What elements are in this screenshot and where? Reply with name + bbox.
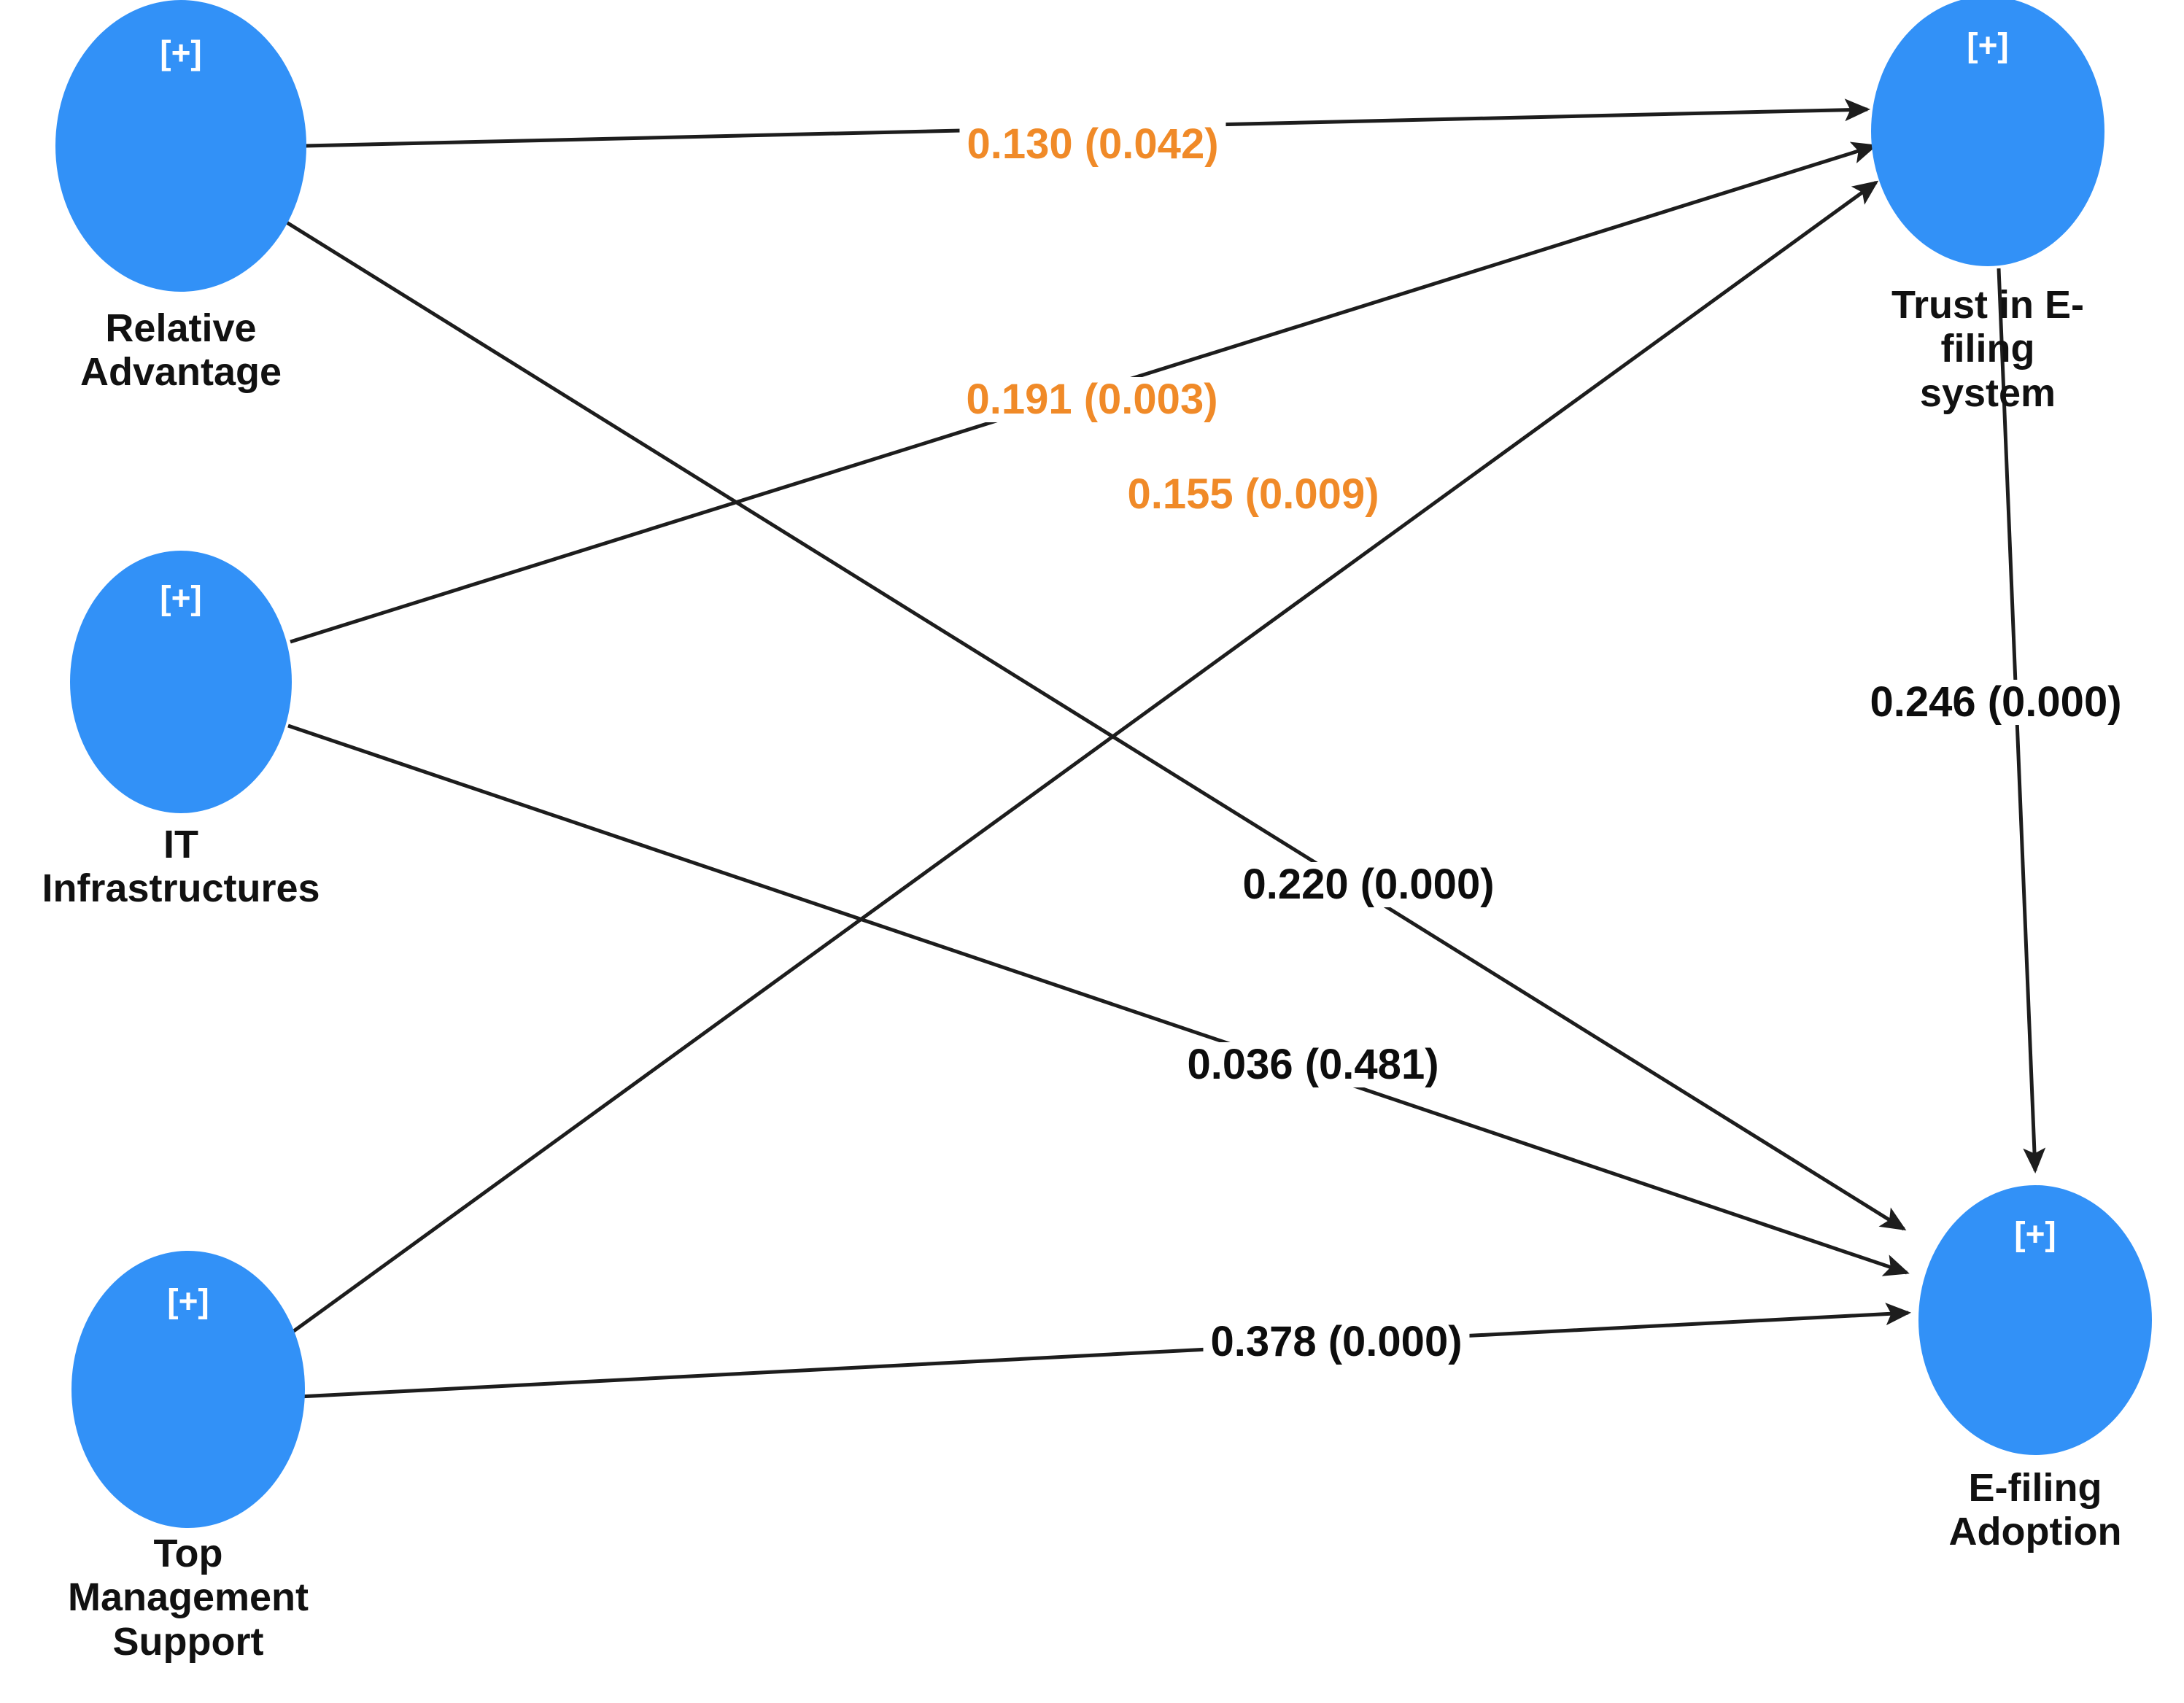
node-label-trust-in-e-filing-system: Trust in E-filing system [1891, 283, 2084, 415]
node-label-e-filing-adoption: E-filing Adoption [1948, 1466, 2122, 1554]
node-label-it-infrastructures: IT Infrastructures [42, 823, 320, 911]
edge-relative-advantage-to-e-filing-adoption [279, 217, 1907, 1231]
edge-label-it-infrastructures-to-trust: 0.191 (0.003) [959, 377, 1225, 422]
node-ellipse-relative-advantage [55, 0, 306, 292]
node-ellipse-trust-in-e-filing-system [1871, 0, 2104, 266]
node-plus-badge-trust-in-e-filing-system: [+] [1967, 26, 2009, 63]
edge-label-trust-to-e-filing-adoption: 0.246 (0.000) [1862, 680, 2129, 725]
node-it-infrastructures[interactable]: [+] [70, 551, 292, 813]
nodes-layer: [+] [+] [+] [+] [+] [55, 0, 2152, 1528]
node-label-relative-advantage: Relative Advantage [80, 306, 282, 395]
edge-label-relative-advantage-to-e-filing-adoption: 0.220 (0.000) [1235, 862, 1502, 907]
node-top-management-support[interactable]: [+] [71, 1251, 305, 1528]
node-plus-badge-e-filing-adoption: [+] [2014, 1214, 2056, 1252]
node-label-top-management-support: Top Management Support [67, 1532, 309, 1664]
node-plus-badge-top-management-support: [+] [167, 1281, 209, 1319]
edge-label-relative-advantage-to-trust: 0.130 (0.042) [959, 122, 1226, 167]
node-ellipse-e-filing-adoption [1918, 1185, 2152, 1455]
edge-top-management-support-to-trust [290, 180, 1879, 1335]
edge-label-top-management-support-to-e-filing-adoption: 0.378 (0.000) [1203, 1319, 1470, 1365]
edge-label-it-infrastructures-to-e-filing-adoption: 0.036 (0.481) [1180, 1042, 1447, 1087]
edge-label-top-management-support-to-trust: 0.155 (0.009) [1120, 472, 1387, 517]
edge-top-management-support-to-e-filing-adoption [298, 1303, 1911, 1399]
node-ellipse-top-management-support [71, 1251, 305, 1528]
node-e-filing-adoption[interactable]: [+] [1918, 1185, 2152, 1455]
node-plus-badge-it-infrastructures: [+] [160, 579, 202, 617]
edges-layer [279, 98, 2046, 1399]
node-trust-in-e-filing-system[interactable]: [+] [1871, 0, 2104, 266]
node-ellipse-it-infrastructures [70, 551, 292, 813]
edge-it-infrastructures-to-e-filing-adoption [287, 724, 1910, 1276]
node-relative-advantage[interactable]: [+] [55, 0, 306, 292]
node-plus-badge-relative-advantage: [+] [160, 34, 202, 71]
